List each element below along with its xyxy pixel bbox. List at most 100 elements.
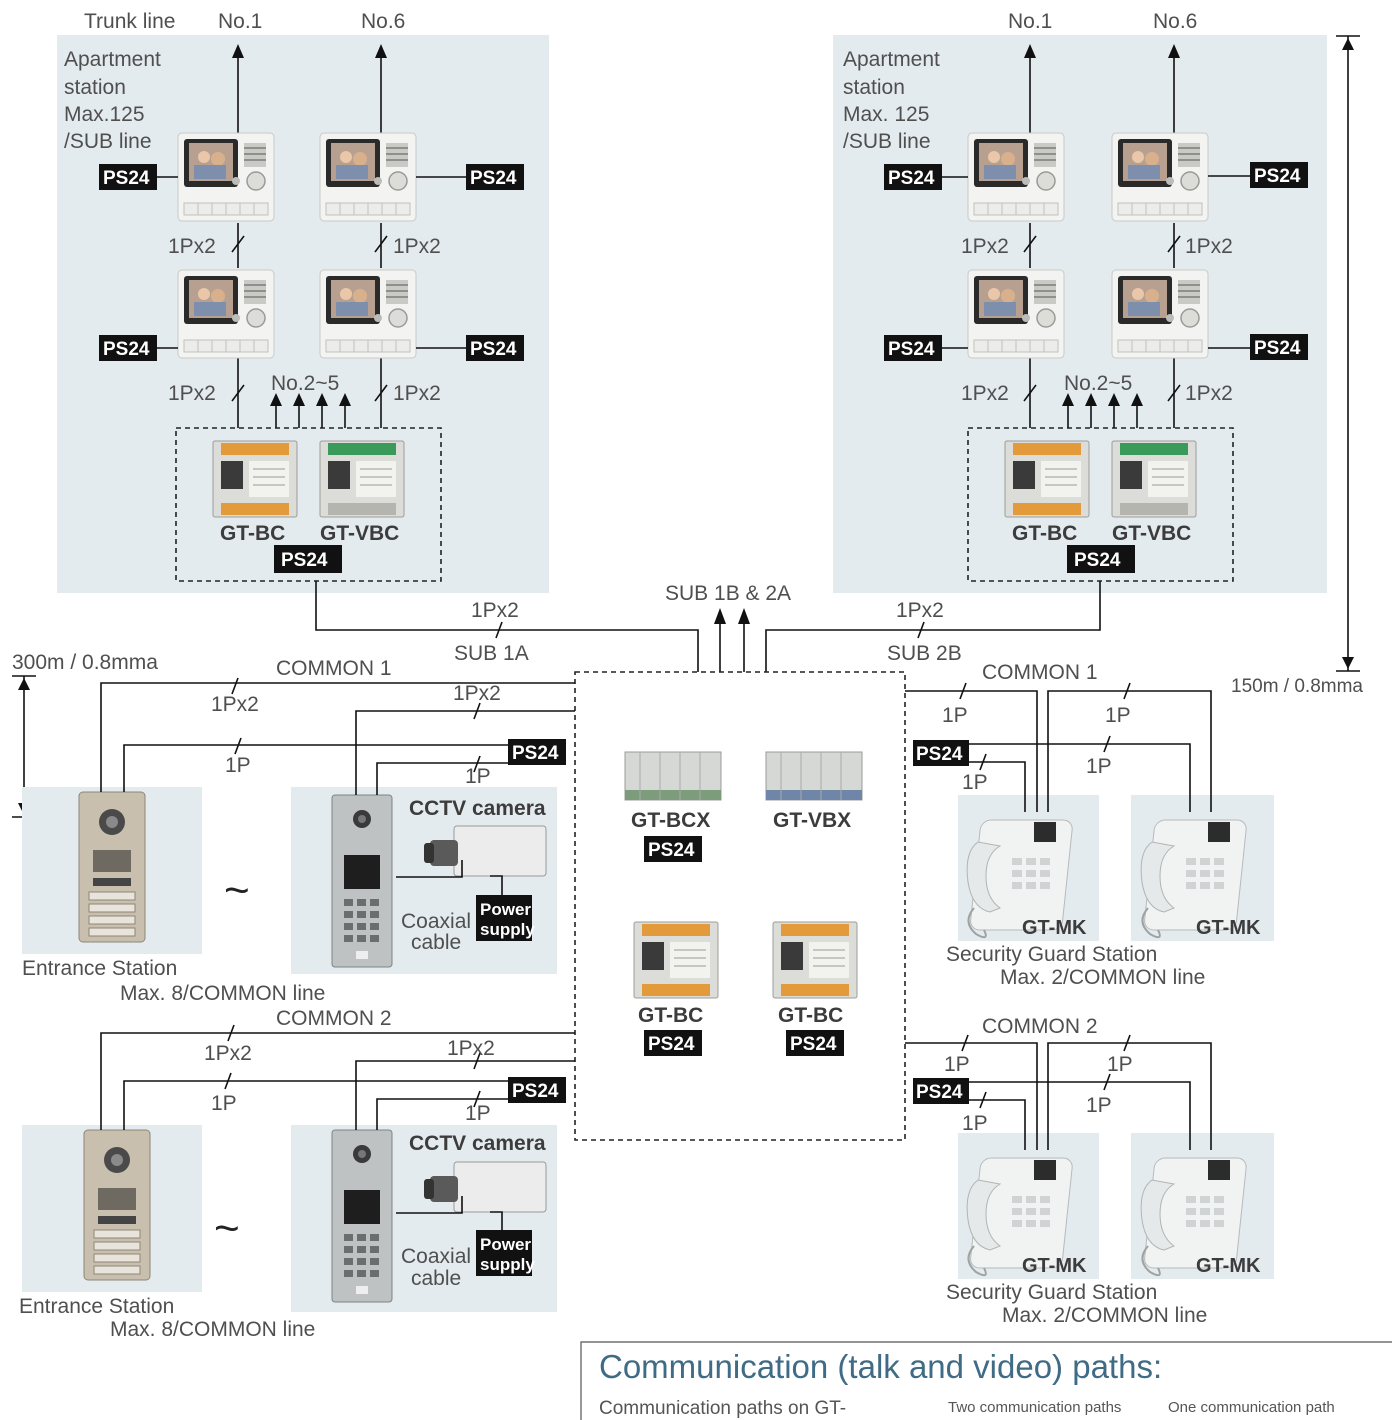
- sub-1a-label: SUB 1A: [454, 642, 529, 665]
- cable-label: 1P: [944, 1053, 970, 1076]
- cable-label: 1P: [225, 754, 251, 777]
- right-no6-label: No.6: [1153, 10, 1197, 33]
- distributor-box-left: [175, 427, 442, 582]
- tilde-1: ~: [224, 866, 250, 915]
- svg-text:PS24: PS24: [648, 840, 695, 861]
- cable-label: 1Px2: [1185, 382, 1233, 405]
- cable-label: 1P: [465, 765, 491, 788]
- one-path-label: One communication path: [1168, 1399, 1335, 1416]
- guard-max-label-1: Max. 2/COMMON line: [1000, 966, 1205, 989]
- monitor-left-no1-mid: [177, 269, 275, 359]
- cable-label: 1Px2: [1185, 235, 1233, 258]
- ps24-tag: PS24: [1250, 162, 1308, 188]
- cable-label: 1P: [962, 771, 988, 794]
- svg-text:PS24: PS24: [1254, 338, 1301, 359]
- central-distributor-box: [574, 671, 906, 1141]
- entrance-station-label-2: Entrance Station: [19, 1295, 174, 1318]
- svg-text:Power: Power: [480, 900, 531, 919]
- apartment-right-l2: station: [843, 76, 905, 99]
- gt-mk-label: GT-MK: [1022, 917, 1087, 939]
- entrance-station-label-1: Entrance Station: [22, 957, 177, 980]
- ps24-tag: PS24: [508, 1077, 566, 1103]
- common-1-label-left: COMMON 1: [276, 657, 392, 680]
- gt-vbc-module-left: [319, 440, 405, 518]
- svg-text:supply: supply: [480, 920, 535, 939]
- cable-label: 1P: [942, 704, 968, 727]
- ps24-tag: PS24: [466, 164, 524, 190]
- gt-bc-module-right: [1004, 440, 1090, 518]
- gt-bc-module-left: [212, 440, 298, 518]
- ps24-tag: PS24: [274, 545, 342, 573]
- svg-text:PS24: PS24: [888, 339, 935, 360]
- ps24-tag: PS24: [913, 740, 969, 766]
- gt-mk-label: GT-MK: [1196, 1255, 1261, 1277]
- cable-label: 1P: [211, 1092, 237, 1115]
- coaxial-label: Coaxial: [401, 1245, 471, 1268]
- gt-bc-module-center-1: [633, 921, 719, 999]
- ps24-tag: PS24: [466, 335, 524, 361]
- ps24-tag: PS24: [1067, 545, 1135, 573]
- gt-bc-label: GT-BC: [778, 1004, 843, 1027]
- monitor-left-no6-top: [319, 132, 417, 222]
- power-supply-tag: Power supply: [476, 1230, 535, 1276]
- gt-vbx-label: GT-VBX: [773, 809, 851, 832]
- cable-label: 1Px2: [961, 235, 1009, 258]
- apartment-panel-left: [57, 35, 549, 593]
- apartment-left-l3: Max.125: [64, 103, 145, 126]
- gt-vbx-module: [765, 751, 863, 801]
- left-risers: [231, 44, 388, 428]
- entrance-max-label-1: Max. 8/COMMON line: [120, 982, 325, 1005]
- svg-text:PS24: PS24: [916, 744, 963, 765]
- ps24-tag: PS24: [508, 739, 566, 765]
- entrance-station-1: [78, 791, 146, 943]
- svg-text:PS24: PS24: [470, 339, 517, 360]
- common-2-label-left: COMMON 2: [276, 1007, 392, 1030]
- svg-text:PS24: PS24: [103, 168, 150, 189]
- cable-label: 1P: [1086, 755, 1112, 778]
- svg-text:PS24: PS24: [103, 339, 150, 360]
- left-no6-label: No.6: [361, 10, 405, 33]
- monitor-power-lines: [157, 175, 1250, 349]
- trunk-line-label: Trunk line: [84, 10, 175, 33]
- distance-marker-right: [1336, 35, 1360, 672]
- gt-bc-label: GT-BC: [638, 1004, 703, 1027]
- cable-label: 1Px2: [471, 599, 519, 622]
- ps24-tag: PS24: [99, 164, 157, 190]
- cable-label: 1Px2: [211, 693, 259, 716]
- apartment-right-l4: /SUB line: [843, 130, 931, 153]
- left-no1-label: No.1: [218, 10, 262, 33]
- svg-text:PS24: PS24: [470, 168, 517, 189]
- monitor-left-no1-top: [177, 132, 275, 222]
- monitor-right-no1-mid: [967, 269, 1065, 359]
- monitor-left-no6-mid: [319, 269, 417, 359]
- svg-text:PS24: PS24: [512, 743, 559, 764]
- cctv-camera-label: CCTV camera: [409, 797, 546, 820]
- power-supply-tag: Power supply: [476, 895, 535, 941]
- svg-text:PS24: PS24: [888, 168, 935, 189]
- guard-2-wires: [905, 1034, 1212, 1150]
- right-no1-label: No.1: [1008, 10, 1052, 33]
- guard-max-label-2: Max. 2/COMMON line: [1002, 1304, 1207, 1327]
- guard-station-label-2: Security Guard Station: [946, 1281, 1157, 1304]
- entrance-2-wires: [100, 1024, 575, 1230]
- gt-vbc-label: GT-VBC: [1112, 522, 1191, 545]
- apartment-left-l1: Apartment: [64, 48, 161, 71]
- svg-text:PS24: PS24: [512, 1081, 559, 1102]
- cable-label: 1Px2: [447, 1037, 495, 1060]
- tilde-2: ~: [214, 1204, 240, 1253]
- no2-5-label-left: No.2~5: [271, 372, 339, 395]
- gt-vbc-module-right: [1111, 440, 1197, 518]
- entrance-1-wires: [100, 677, 575, 895]
- distance-right-label: 150m / 0.8mma: [1231, 676, 1363, 697]
- ps24-tag: PS24: [644, 1030, 702, 1056]
- ps24-tag: PS24: [884, 335, 942, 361]
- common-1-label-right: COMMON 1: [982, 661, 1098, 684]
- svg-text:PS24: PS24: [790, 1034, 837, 1055]
- ps24-tag: PS24: [786, 1030, 844, 1056]
- gt-bcx-label: GT-BCX: [631, 809, 710, 832]
- gt-bc-label: GT-BC: [220, 522, 285, 545]
- svg-text:Power: Power: [480, 1235, 531, 1254]
- cable-label: 1Px2: [204, 1042, 252, 1065]
- monitor-right-no6-top: [1111, 132, 1209, 222]
